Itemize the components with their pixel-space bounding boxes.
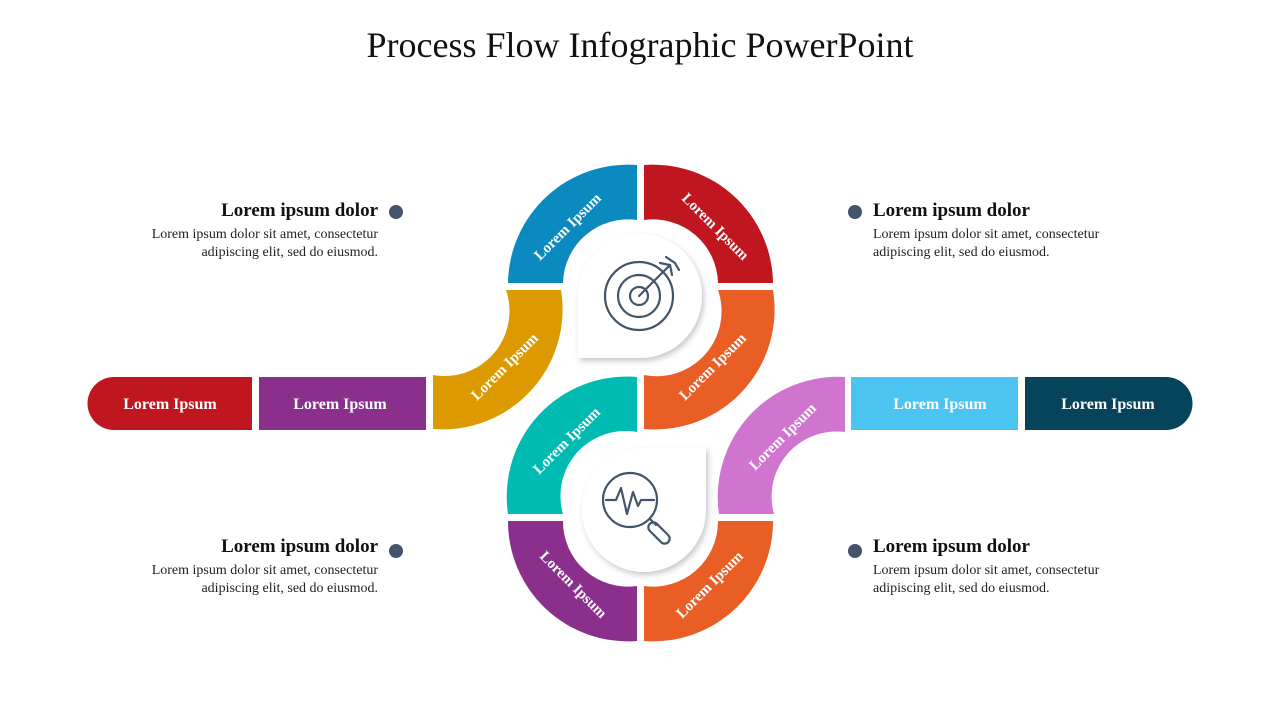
slide-title: Process Flow Infographic PowerPoint [366, 25, 914, 65]
bullet-dot [389, 205, 403, 219]
note-heading: Lorem ipsum dolor [873, 200, 1030, 221]
flow-bar-4-label: Lorem Ipsum [1061, 396, 1155, 413]
bullet-dot [848, 205, 862, 219]
note-bottom-left: Lorem ipsum dolor Lorem ipsum dolor sit … [148, 536, 378, 598]
bottom-hub [582, 447, 706, 572]
arc-segment-1 [508, 164, 637, 283]
target-icon [603, 255, 681, 332]
flow-bar-2-label: Lorem Ipsum [293, 396, 387, 413]
note-body: Lorem ipsum dolor sit amet, consectetur … [873, 227, 1100, 260]
note-heading: Lorem ipsum dolor [221, 536, 378, 557]
arc-segment-5 [506, 376, 637, 514]
flow-bar-1 [87, 377, 253, 430]
arc-segment-2 [644, 164, 773, 283]
arc-segment-7 [507, 521, 637, 642]
arc-segment-3 [433, 290, 563, 430]
note-body: Lorem ipsum dolor sit amet, consectetur … [151, 563, 378, 596]
bullet-dot [848, 544, 862, 558]
note-top-right: Lorem ipsum dolor Lorem ipsum dolor sit … [873, 200, 1103, 262]
note-body: Lorem ipsum dolor sit amet, consectetur … [151, 227, 378, 260]
flow-bar-3 [851, 377, 1018, 430]
flow-bar-4 [1025, 377, 1193, 430]
note-heading: Lorem ipsum dolor [221, 200, 378, 221]
search-analytics-icon [601, 471, 671, 545]
flow-bar-1-label: Lorem Ipsum [123, 396, 217, 413]
flow-bar-2 [259, 377, 426, 430]
note-body: Lorem ipsum dolor sit amet, consectetur … [873, 563, 1100, 596]
arc-segment-6 [717, 376, 845, 514]
arc-segment-4 [644, 290, 775, 430]
note-heading: Lorem ipsum dolor [873, 536, 1030, 557]
arc-segment-8 [644, 521, 774, 642]
flow-bar-3-label: Lorem Ipsum [893, 396, 987, 413]
note-bottom-right: Lorem ipsum dolor Lorem ipsum dolor sit … [873, 536, 1103, 598]
bullet-dot [389, 544, 403, 558]
note-top-left: Lorem ipsum dolor Lorem ipsum dolor sit … [148, 200, 378, 262]
